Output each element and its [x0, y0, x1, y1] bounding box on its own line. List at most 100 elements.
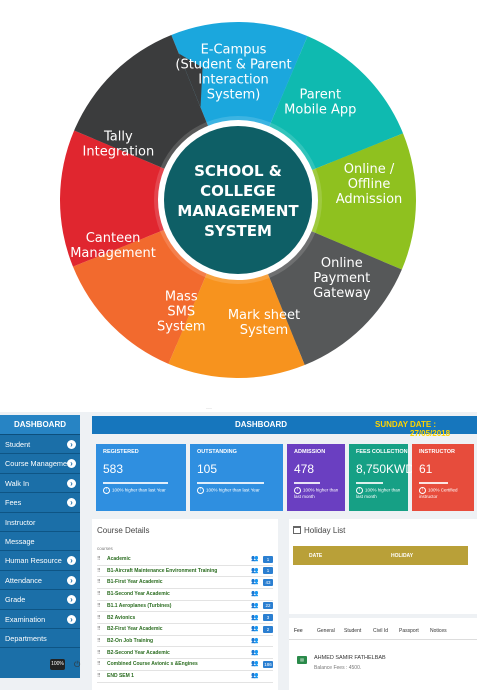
people-icon: 👥 [251, 673, 259, 679]
zoom-slider[interactable]: 100% ⏻ [0, 658, 90, 672]
expand-icon[interactable]: › [67, 498, 76, 508]
wheel-segment-label: System [157, 319, 205, 334]
drag-handle-icon[interactable]: ⠿ [97, 649, 101, 656]
stat-card[interactable]: REGISTERED 583 ↑100% higher than last Ye… [96, 444, 186, 511]
stat-card[interactable]: INSTRUCTOR 61 ↑100% Certified instructor [412, 444, 474, 511]
fee-entry[interactable]: ▤ AHMED SAMIR FATHELBAB Balance Fees : 4… [297, 654, 472, 674]
holiday-col-holiday[interactable]: HOLIDAY [391, 553, 414, 559]
center-title-line: SYSTEM [204, 222, 272, 240]
info-tab[interactable]: Passport [399, 628, 419, 634]
course-name: B2-On Job Training [107, 637, 154, 644]
wheel-segment-label: Tally [103, 130, 133, 145]
holiday-col-date[interactable]: DATE [309, 553, 323, 559]
info-tab[interactable]: Student [344, 628, 362, 634]
info-tab[interactable]: Civil Id [373, 628, 389, 634]
info-tabs: Fee General Student Civil Id Passport Notices [289, 626, 477, 640]
drag-handle-icon[interactable]: ⠿ [97, 556, 101, 562]
course-row[interactable]: ⠿ B1.1 Aeroplanes (Turbines) 👥22 [97, 601, 273, 613]
expand-icon[interactable]: › [67, 575, 76, 585]
slider-value: 100% [50, 659, 65, 670]
sidebar-item[interactable]: Human Resource› [0, 551, 80, 571]
course-row[interactable]: ⠿ Academic 👥1 [97, 554, 273, 566]
trend-icon: ↑ [419, 487, 426, 494]
expand-icon[interactable]: › [67, 556, 76, 566]
course-row[interactable]: ⠿ B1-Second Year Academic 👥 [97, 589, 273, 601]
stat-card-value: 478 [294, 462, 315, 476]
course-row[interactable]: ⠿ B1-Aircraft Maintenance Environment Tr… [97, 566, 273, 578]
info-tab[interactable]: Fee [294, 628, 303, 634]
stat-card-progress [197, 482, 265, 484]
wheel-segment [60, 130, 165, 267]
sidebar-item[interactable]: Instructor [0, 513, 80, 532]
stat-card-progress [103, 482, 168, 484]
course-name: Combined Course Avionic s &Engines [107, 661, 198, 668]
student-info-panel: Fee General Student Civil Id Passport Notices… [289, 618, 477, 690]
wheel-segment [171, 21, 308, 127]
drag-handle-icon[interactable]: ⠿ [97, 614, 101, 621]
wheel-segment-label: Admission [336, 192, 403, 207]
stat-card-note: 100% Certified instructor [419, 487, 458, 499]
expand-icon[interactable]: › [67, 614, 76, 624]
power-icon[interactable]: ⏻ [74, 660, 81, 669]
sidebar-item[interactable]: Departments [0, 629, 80, 649]
sidebar-item[interactable]: Walk In› [0, 474, 80, 494]
course-panel-title: Course Details [97, 526, 150, 535]
drag-handle-icon[interactable]: ⠿ [97, 602, 101, 609]
sidebar-header[interactable]: DASHBOARD [0, 415, 80, 435]
sidebar-item-label: Departments [5, 633, 47, 643]
wheel-svg: E-Campus(Student & ParentInteractionSyst… [60, 21, 416, 378]
drag-handle-icon[interactable]: ⠿ [97, 579, 101, 586]
wheel-segment-label: Mobile App [284, 102, 356, 117]
drag-handle-icon[interactable]: ⠿ [97, 591, 101, 598]
course-row[interactable]: ⠿ END SEM 1 👥 [97, 671, 273, 683]
stat-card[interactable]: ADMISSION 478 ↑100% higher than last mon… [287, 444, 345, 511]
info-tab[interactable]: General [317, 628, 335, 634]
drag-handle-icon[interactable]: ⠿ [97, 626, 101, 633]
course-row[interactable]: ⠿ B2 Avionics 👥3 [97, 613, 273, 625]
expand-icon[interactable]: › [67, 595, 76, 605]
drag-handle-icon[interactable]: ⠿ [97, 673, 101, 679]
stat-card-label: REGISTERED [103, 449, 139, 455]
sidebar-item[interactable]: Message [0, 532, 80, 552]
sidebar-item[interactable]: Grade› [0, 590, 80, 610]
stat-card-note-wrap: ↑100% higher than last month [356, 487, 408, 500]
course-row[interactable]: ⠿ B2-On Job Training 👥 [97, 636, 273, 648]
wheel-segment [269, 36, 404, 171]
top-bar: DASHBOARD SUNDAY DATE : 27/05/2018 [92, 416, 477, 438]
expand-icon[interactable]: › [67, 459, 76, 469]
stat-card[interactable]: OUTSTANDING 105 ↑100% higher than last Y… [190, 444, 283, 511]
stat-card[interactable]: FEES COLLECTION 8,750KWD ↑100% higher th… [349, 444, 414, 511]
course-row[interactable]: ⠿ Combined Course Avionic s &Engines 👥18… [97, 659, 273, 671]
drag-handle-icon[interactable]: ⠿ [97, 637, 101, 644]
sidebar-item[interactable]: Attendance› [0, 571, 80, 591]
course-count-badge: 186 [263, 660, 273, 668]
people-icon: 👥 [251, 567, 259, 574]
course-name: B1-First Year Academic [107, 579, 163, 586]
slider-track[interactable] [4, 665, 48, 667]
course-row[interactable]: ⠿ B2-First Year Academic 👥2 [97, 624, 273, 636]
sidebar-item-label: Fees [5, 498, 22, 508]
course-row[interactable]: ⠿ B1-First Year Academic 👥43 [97, 577, 273, 589]
expand-icon[interactable]: › [67, 440, 76, 449]
drag-handle-icon[interactable]: ⠿ [97, 567, 101, 574]
course-count-badge: 1 [263, 555, 273, 563]
stat-card-progress [356, 482, 383, 484]
drag-handle-icon[interactable]: ⠿ [97, 661, 101, 668]
stat-card-note-wrap: ↑100% higher than last Year [103, 487, 166, 494]
course-count-badge: 43 [263, 578, 273, 586]
wheel-segment-label: Mass [165, 289, 198, 304]
calendar-icon [293, 526, 301, 534]
info-tab[interactable]: Notices [430, 628, 447, 634]
wheel-segment-arrow [178, 53, 203, 108]
people-icon: 👥 [251, 626, 259, 633]
expand-icon[interactable]: › [67, 478, 76, 488]
sidebar-item[interactable]: Course Management› [0, 454, 80, 474]
course-row[interactable]: ⠿ B2-Second Year Academic 👥 [97, 648, 273, 660]
trend-icon: ↑ [197, 487, 204, 494]
sidebar-item[interactable]: Fees › [0, 493, 80, 513]
sidebar-item[interactable]: Student› [0, 435, 80, 455]
stat-card-value: 583 [103, 462, 124, 476]
course-name: B1-Aircraft Maintenance Environment Trai… [107, 567, 218, 574]
sidebar-item-label: Message [5, 536, 35, 546]
sidebar-item[interactable]: Examination› [0, 610, 80, 629]
